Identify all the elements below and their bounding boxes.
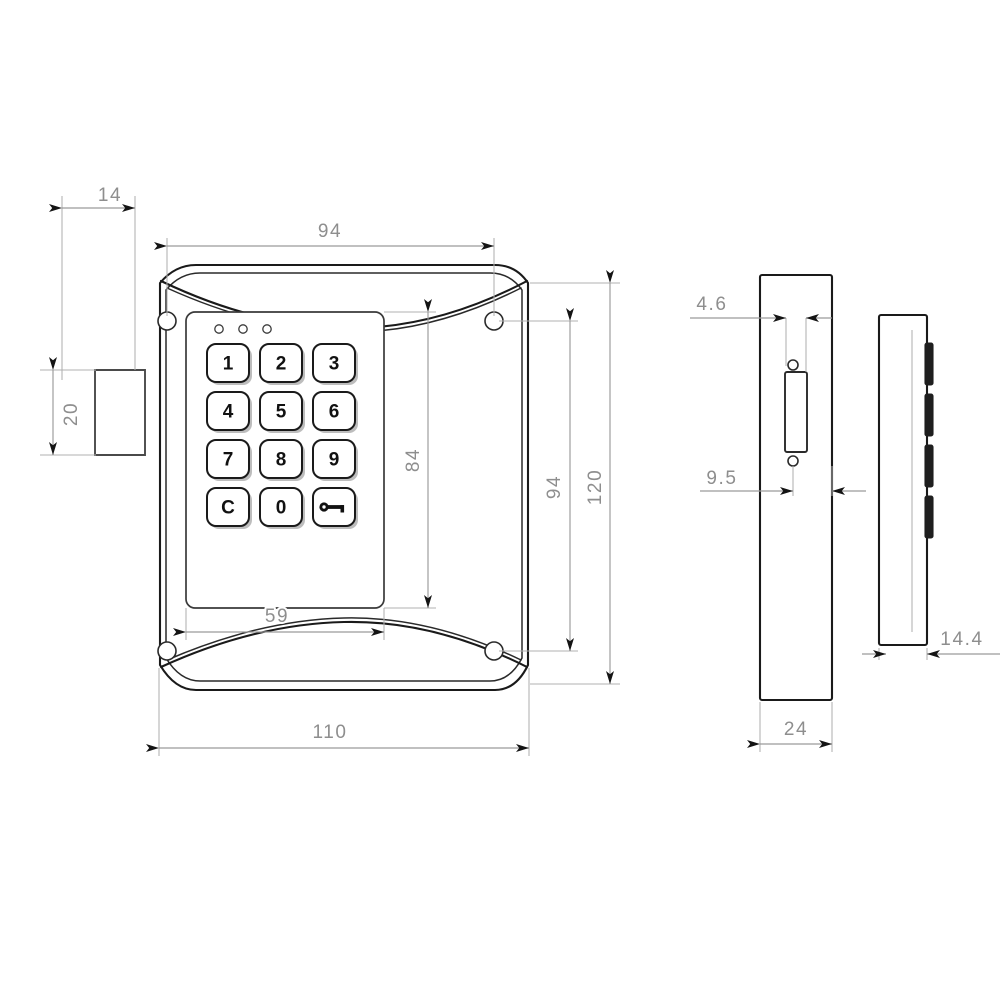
dim-14: 14 [49,183,136,380]
key-7 [206,439,250,479]
key-4-label: 4 [223,402,234,423]
numeric-keypad: 1 2 3 4 5 6 7 [185,311,385,609]
key-clear-label: C [221,498,235,519]
front-view: 1 2 3 4 5 6 7 [40,183,620,756]
key-icon [319,502,345,513]
key-9-label: 9 [329,450,340,471]
dim-24: 24 [747,702,833,752]
key-9 [312,439,356,479]
key-3 [312,343,356,383]
dim-24-label: 24 [784,719,808,740]
dim-84: 84 [384,299,436,609]
dim-4-6: 4.6 [690,292,832,372]
key-6 [312,391,356,431]
dim-14-4-label: 14.4 [940,629,983,650]
rear-slot [784,371,808,453]
dim-4-6-label: 4.6 [696,294,727,315]
side-key-row-4 [924,495,934,539]
lock-housing-outline [158,263,530,692]
side-key-row-2 [924,393,934,437]
side-key-row-1 [924,342,934,386]
hole-bottom-left [157,641,177,661]
side-key-row-3 [924,444,934,488]
rear-view: 4.6 9.5 24 [690,273,866,752]
dim-59-label: 59 [265,606,289,627]
key-5-label: 5 [276,402,287,423]
key-8-label: 8 [276,450,287,471]
key-0 [259,487,303,527]
key-1 [206,343,250,383]
side-view: 14.4 [862,313,1000,660]
dim-9-5: 9.5 [700,466,866,496]
dim-110: 110 [146,668,530,756]
key-6-label: 6 [329,402,340,423]
led-2-icon [238,324,248,334]
dim-20-label: 20 [61,402,82,426]
key-2-label: 2 [276,354,287,375]
dim-120: 120 [530,270,620,685]
dim-20: 20 [40,357,96,456]
key-0-label: 0 [276,498,287,519]
rear-hole-top [787,359,799,371]
dim-94-vertical: 94 [499,308,578,652]
key-5 [259,391,303,431]
dim-94-horizontal: 94 [154,219,495,316]
key-clear [206,487,250,527]
key-1-label: 1 [223,354,234,375]
dim-59: 59 [173,604,385,640]
dim-110-label: 110 [312,722,347,743]
dim-94-vertical-label: 94 [544,475,565,499]
led-1-icon [214,324,224,334]
key-8 [259,439,303,479]
dim-9-5-label: 9.5 [706,468,737,489]
key-3-label: 3 [329,354,340,375]
dim-84-label: 84 [403,448,424,472]
key-7-label: 7 [223,450,234,471]
key-4 [206,391,250,431]
dim-14-4: 14.4 [862,627,1000,660]
dim-14-label: 14 [98,185,122,206]
key-2 [259,343,303,383]
led-3-icon [262,324,272,334]
rear-hole-bottom [787,455,799,467]
dim-94-horizontal-label: 94 [318,221,342,242]
dim-120-label: 120 [585,469,606,506]
latch-bolt [94,369,146,456]
